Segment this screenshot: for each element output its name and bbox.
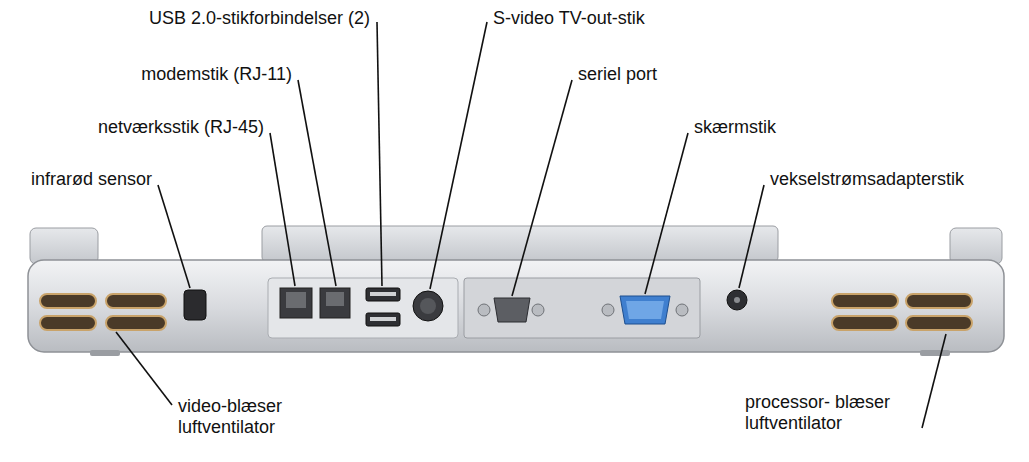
screw — [532, 304, 544, 316]
infrared-sensor — [184, 290, 206, 320]
part-label: infrarød sensor — [31, 169, 152, 190]
leader-lines — [116, 22, 946, 428]
lid-corner — [950, 228, 1002, 264]
port-recess — [268, 278, 458, 338]
processor-fan-vent — [832, 294, 972, 330]
s-video-inner — [420, 298, 436, 314]
part-label: USB 2.0-stikforbindelser (2) — [149, 8, 370, 29]
screw — [602, 304, 614, 316]
part-label: netværksstik (RJ-45) — [98, 117, 264, 138]
usb-port — [366, 313, 400, 326]
foot — [920, 350, 950, 356]
part-label: processor- blæser luftventilator — [745, 392, 917, 434]
rj11-inner — [326, 292, 344, 306]
lid-corner — [30, 228, 98, 264]
part-label: vekselstrømsadapterstik — [770, 169, 964, 190]
part-label: skærmstik — [694, 117, 776, 138]
connector-panel — [464, 278, 700, 338]
hinge — [262, 226, 778, 262]
serial-port — [494, 298, 530, 322]
screw — [478, 304, 490, 316]
video-fan-vent — [40, 294, 166, 330]
foot — [90, 350, 120, 356]
part-label: video-blæser luftventilator — [178, 396, 318, 438]
usb-tongue — [370, 317, 396, 321]
vga-port — [620, 296, 670, 324]
part-label: modemstik (RJ-11) — [141, 64, 292, 85]
ac-pin — [734, 297, 740, 303]
usb-tongue — [370, 292, 396, 296]
part-label: seriel port — [578, 64, 657, 85]
screw — [676, 304, 688, 316]
laptop-body — [28, 260, 1004, 352]
rj11-port — [320, 288, 350, 318]
part-label: S-video TV-out-stik — [493, 8, 645, 29]
vga-inner — [626, 301, 664, 319]
rj45-port — [280, 288, 312, 318]
usb-port — [366, 288, 400, 301]
s-video-port — [413, 291, 443, 321]
ac-adapter-port — [727, 290, 747, 310]
rj45-inner — [286, 292, 306, 308]
